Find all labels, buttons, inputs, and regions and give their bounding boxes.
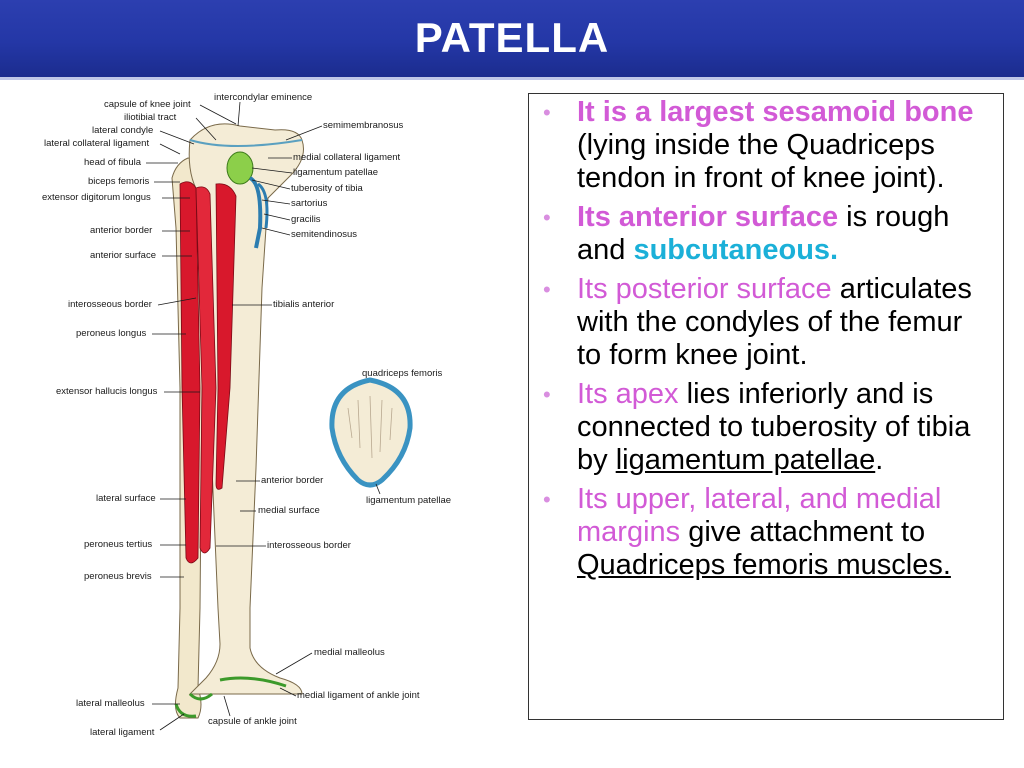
quadriceps-underlined: Quadriceps femoris muscles.	[577, 549, 951, 581]
highlight-text: Its upper, lateral, and medial margins	[577, 483, 942, 548]
label-iliotibial-tract: iliotibial tract	[124, 112, 177, 123]
label-capsule-of-knee-joint: capsule of knee joint	[104, 99, 191, 110]
label-anterior-surface: anterior surface	[90, 250, 156, 261]
label-biceps-femoris: biceps femoris	[88, 176, 149, 187]
label-ligamentum-patellae-inset: ligamentum patellae	[366, 495, 451, 506]
label-extensor-hallucis-longus: extensor hallucis longus	[56, 386, 158, 397]
body-text: articulates with the condyles of the fem…	[577, 273, 972, 371]
label-anterior-border-right: anterior border	[261, 475, 323, 486]
label-semimembranosus: semimembranosus	[323, 120, 403, 131]
bullet-dot-icon: •	[543, 487, 551, 512]
label-capsule-of-ankle-joint: capsule of ankle joint	[208, 716, 297, 727]
muscle-extensor	[179, 181, 201, 564]
tibia-fibula-illustration: capsule of knee joint iliotibial tract l…	[40, 88, 510, 756]
body-text: (lying inside the Quadriceps tendon in f…	[577, 129, 945, 194]
label-interosseous-border-right: interosseous border	[267, 540, 351, 551]
label-lateral-collateral-ligament: lateral collateral ligament	[44, 138, 149, 149]
highlight-text: Its anterior surface	[577, 201, 839, 233]
label-medial-malleolus: medial malleolus	[314, 647, 385, 658]
highlight-text: It is a largest sesamoid bone	[577, 96, 974, 128]
bullet-largest-sesamoid: • It is a largest sesamoid bone (lying i…	[543, 96, 993, 195]
bullet-margins: • Its upper, lateral, and medial margins…	[543, 483, 993, 582]
label-peroneus-tertius: peroneus tertius	[84, 539, 152, 550]
bullet-posterior-surface: • Its posterior surface articulates with…	[543, 273, 993, 372]
label-extensor-digitorum-longus: extensor digitorum longus	[42, 192, 151, 203]
label-lateral-ligament: lateral ligament	[90, 727, 155, 738]
label-quadriceps-femoris: quadriceps femoris	[362, 368, 443, 379]
bullet-list: • It is a largest sesamoid bone (lying i…	[543, 96, 993, 582]
label-lateral-surface: lateral surface	[96, 493, 156, 504]
label-anterior-border-left: anterior border	[90, 225, 152, 236]
patella-inset	[329, 377, 413, 488]
patella-description-box: • It is a largest sesamoid bone (lying i…	[528, 93, 1004, 720]
body-text: is rough and	[577, 201, 950, 266]
subcutaneous-text: subcutaneous.	[633, 234, 839, 266]
label-interosseous-border-left: interosseous border	[68, 299, 152, 310]
label-tuberosity-of-tibia: tuberosity of tibia	[291, 183, 364, 194]
muscle-peroneus	[195, 186, 217, 554]
label-ligamentum-patellae-top: ligamentum patellae	[293, 167, 378, 178]
bullet-anterior-surface: • Its anterior surface is rough and subc…	[543, 201, 993, 267]
ligamentum-patellae-underlined: ligamentum patellae	[615, 444, 876, 476]
slide-title: PATELLA	[414, 14, 610, 61]
label-medial-surface: medial surface	[258, 505, 320, 516]
label-gracilis: gracilis	[291, 214, 321, 225]
body-text: give attachment to	[680, 516, 926, 548]
label-lateral-malleolus: lateral malleolus	[76, 698, 145, 709]
bullet-apex: • Its apex lies inferiorly and is connec…	[543, 378, 971, 476]
label-sartorius: sartorius	[291, 198, 328, 209]
label-semitendinosus: semitendinosus	[291, 229, 357, 240]
bullet-dot-icon: •	[543, 382, 551, 407]
label-medial-ligament-of-ankle-joint: medial ligament of ankle joint	[297, 690, 420, 701]
highlight-text: Its posterior surface	[577, 273, 832, 305]
label-tibialis-anterior: tibialis anterior	[273, 299, 334, 310]
bullet-dot-icon: •	[543, 205, 551, 230]
label-peroneus-longus: peroneus longus	[76, 328, 146, 339]
label-head-of-fibula: head of fibula	[84, 157, 142, 168]
label-lateral-condyle: lateral condyle	[92, 125, 153, 136]
muscle-tibialis	[215, 183, 237, 490]
label-peroneus-brevis: peroneus brevis	[84, 571, 152, 582]
tuberosity-green	[226, 151, 254, 185]
bullet-dot-icon: •	[543, 100, 551, 125]
title-bar: PATELLA	[0, 0, 1024, 80]
body-text: lies inferiorly and is connected to tube…	[577, 378, 971, 476]
bullet-dot-icon: •	[543, 277, 551, 302]
highlight-text: Its apex	[577, 378, 679, 410]
label-intercondylar-eminence: intercondylar eminence	[214, 92, 312, 103]
label-medial-collateral-ligament: medial collateral ligament	[293, 152, 401, 163]
